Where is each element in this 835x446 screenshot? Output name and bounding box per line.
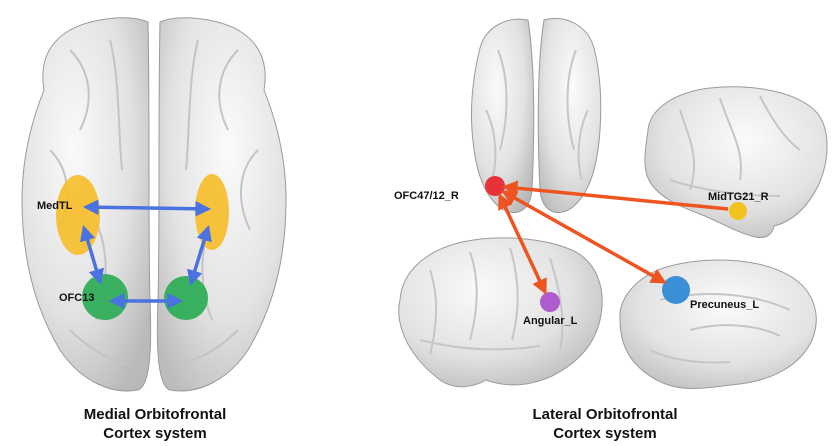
brain-left-medial-view (620, 260, 816, 389)
ofc47-12-r-node (485, 176, 505, 196)
ofc13-right-region (164, 276, 208, 320)
medial-caption-line1: Medial Orbitofrontal (5, 405, 305, 424)
label-midtg21-r: MidTG21_R (708, 191, 769, 203)
arrow-medtl-to-medtl (86, 207, 208, 209)
lateral-caption: Lateral Orbitofrontal Cortex system (455, 405, 755, 443)
label-ofc47-12-r: OFC47/12_R (394, 190, 459, 202)
left-medial-hemisphere (620, 260, 816, 389)
medtl-right-region (195, 174, 229, 250)
brain-left-lateral-view (399, 238, 602, 387)
label-ofc13: OFC13 (59, 292, 94, 304)
medial-caption: Medial Orbitofrontal Cortex system (5, 405, 305, 443)
medial-caption-line2: Cortex system (5, 424, 305, 443)
left-lateral-hemisphere (399, 238, 602, 387)
medtl-left-region (56, 175, 100, 255)
midtg21-r-node (729, 202, 747, 220)
precuneus-l-node (662, 276, 690, 304)
angular-l-node (540, 292, 560, 312)
lateral-caption-line1: Lateral Orbitofrontal (455, 405, 755, 424)
label-angular-l: Angular_L (523, 315, 578, 327)
lateral-caption-line2: Cortex system (455, 424, 755, 443)
ventral-right-hemisphere (538, 18, 601, 212)
label-medtl: MedTL (37, 200, 73, 212)
label-precuneus-l: Precuneus_L (690, 299, 759, 311)
